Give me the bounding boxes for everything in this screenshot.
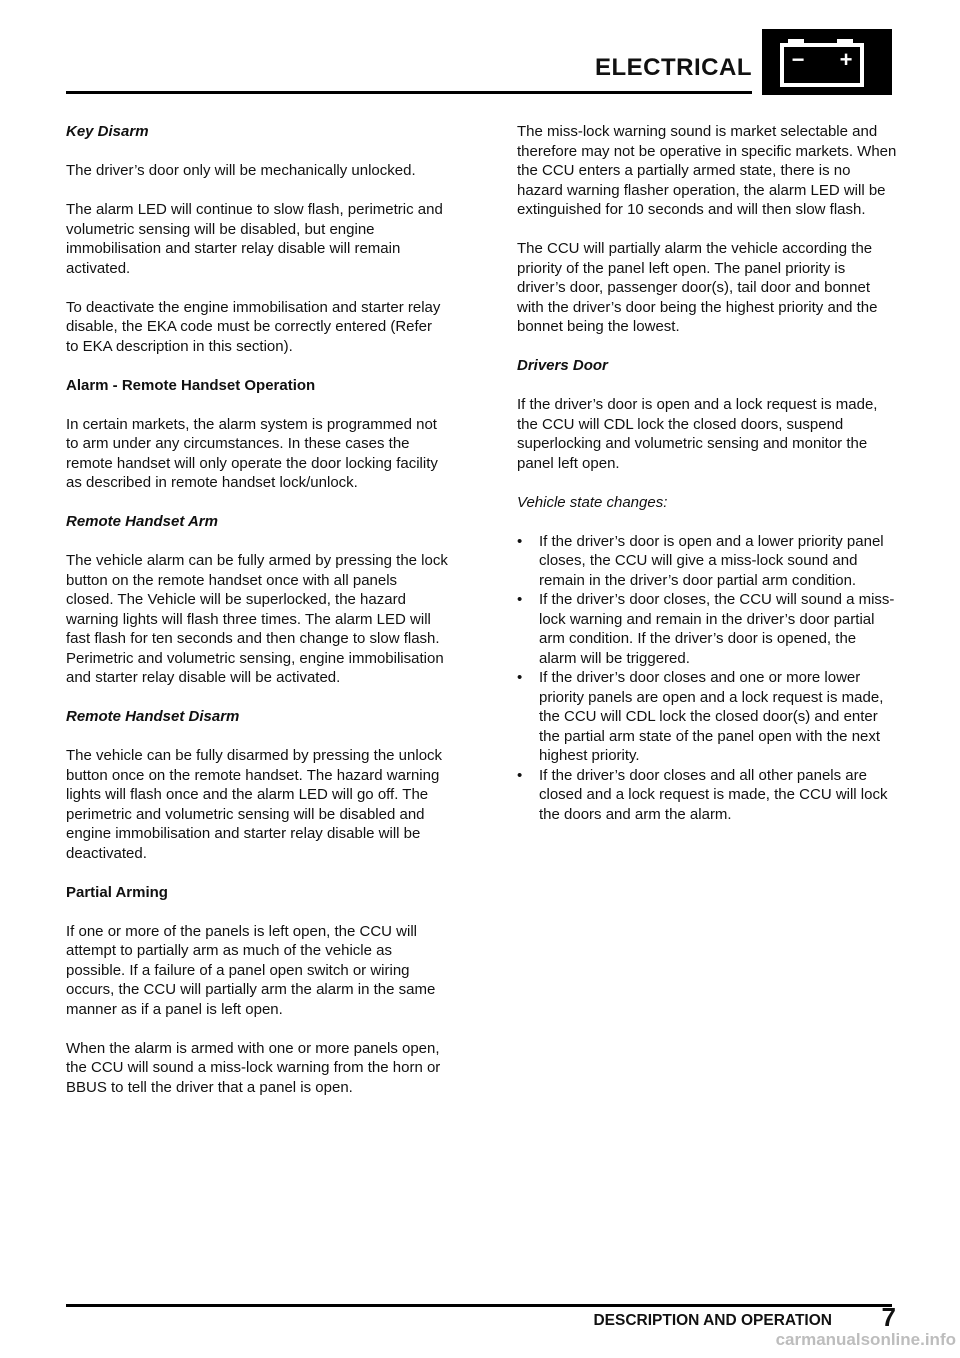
drivers-door-paragraph: If the driver’s door is open and a lock … <box>517 396 878 472</box>
panel-priority-paragraph: The CCU will partially alarm the vehicle… <box>517 240 878 335</box>
partial-arming-heading: Partial Arming <box>66 883 168 901</box>
remote-arm-heading: Remote Handset Arm <box>66 513 218 530</box>
remote-disarm-paragraph: The vehicle can be fully disarmed by pre… <box>66 747 443 862</box>
key-disarm-paragraph-2: The alarm LED will continue to slow flas… <box>66 201 443 277</box>
list-item: If the driver’s door closes and all othe… <box>517 766 897 825</box>
list-item: If the driver’s door closes and one or m… <box>517 668 897 766</box>
header-rule <box>66 91 752 94</box>
partial-arming-paragraph-1: If one or more of the panels is left ope… <box>66 922 436 1018</box>
miss-lock-paragraph: The miss-lock warning sound is market se… <box>517 123 897 218</box>
vehicle-state-changes-label: Vehicle state changes: <box>517 493 668 511</box>
state-changes-list: If the driver’s door is open and a lower… <box>517 532 897 825</box>
list-item: If the driver’s door closes, the CCU wil… <box>517 590 897 668</box>
battery-minus-sign: − <box>792 47 805 72</box>
remote-disarm-heading: Remote Handset Disarm <box>66 708 240 725</box>
remote-arm-paragraph: The vehicle alarm can be fully armed by … <box>66 552 448 686</box>
alarm-remote-heading: Alarm - Remote Handset Operation <box>66 376 316 394</box>
page-number: 7 <box>881 1302 896 1332</box>
list-item: If the driver’s door is open and a lower… <box>517 532 897 591</box>
alarm-remote-paragraph: In certain markets, the alarm system is … <box>66 415 438 492</box>
page-header-title: ELECTRICAL <box>595 54 752 81</box>
right-column: The miss-lock warning sound is market se… <box>517 122 897 824</box>
footer-section-title: DESCRIPTION AND OPERATION <box>593 1312 832 1329</box>
drivers-door-heading: Drivers Door <box>517 357 608 374</box>
battery-icon: − + <box>762 29 892 95</box>
battery-plus-sign: + <box>840 47 853 72</box>
key-disarm-heading: Key Disarm <box>66 123 149 140</box>
watermark: carmanualsonline.info <box>775 1330 956 1349</box>
left-column: Key Disarm The driver’s door only will b… <box>66 122 448 1117</box>
partial-arming-paragraph-2: When the alarm is armed with one or more… <box>66 1039 441 1096</box>
footer-rule <box>66 1304 892 1307</box>
key-disarm-paragraph-3: To deactivate the engine immobilisation … <box>66 298 441 355</box>
key-disarm-paragraph-1: The driver’s door only will be mechanica… <box>66 162 416 179</box>
